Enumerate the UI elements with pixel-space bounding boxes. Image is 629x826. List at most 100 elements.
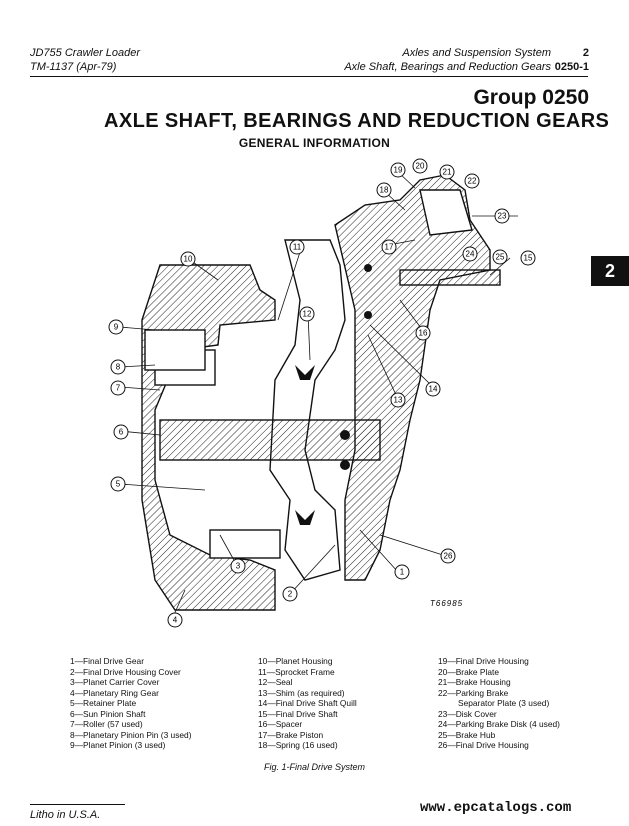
svg-text:16: 16	[419, 329, 428, 338]
section-title: Axles and Suspension System	[402, 47, 551, 59]
svg-text:4: 4	[173, 616, 178, 625]
ring-gear-shape	[209, 529, 281, 559]
callout-6: 6	[113, 424, 129, 440]
svg-text:12: 12	[303, 310, 312, 319]
svg-text:3: 3	[236, 562, 241, 571]
svg-text:23: 23	[498, 212, 507, 221]
callout-15: 15	[520, 250, 536, 266]
svg-text:18: 18	[380, 186, 389, 195]
group-title: Axle Shaft, Bearings and Reduction Gears	[344, 61, 551, 73]
page-title: AXLE SHAFT, BEARINGS AND REDUCTION GEARS	[104, 110, 610, 132]
svg-text:15: 15	[524, 254, 533, 263]
callout-7: 7	[110, 380, 126, 396]
legend-item: 8—Planetary Pinion Pin (3 used)	[70, 729, 192, 740]
legend-item: 26—Final Drive Housing	[438, 740, 529, 750]
svg-text:26: 26	[444, 552, 453, 561]
svg-text:9: 9	[114, 323, 119, 332]
svg-text:20: 20	[416, 162, 425, 171]
callout-9: 9	[108, 319, 124, 335]
output-shaft-shape	[399, 269, 501, 286]
callout-3: 3	[230, 558, 246, 574]
callout-13: 13	[390, 392, 406, 408]
svg-text:7: 7	[116, 384, 121, 393]
svg-text:8: 8	[116, 363, 121, 372]
svg-text:5: 5	[116, 480, 121, 489]
page-number: 2	[582, 47, 589, 59]
legend-item: 19—Final Drive Housing	[438, 656, 529, 666]
callout-25: 25	[492, 249, 508, 265]
callout-23: 23	[494, 208, 510, 224]
svg-text:2: 2	[288, 590, 293, 599]
callout-8: 8	[110, 359, 126, 375]
svg-text:22: 22	[468, 177, 477, 186]
callout-21: 21	[439, 164, 455, 180]
legend-item: 24—Parking Brake Disk (4 used)	[438, 719, 560, 729]
callout-17: 17	[381, 239, 397, 255]
manual-number: TM-1137 (Apr-79)	[30, 61, 117, 73]
header-divider	[30, 76, 588, 77]
sprocket-frame-shape	[269, 239, 346, 581]
legend-item: 17—Brake Piston	[258, 729, 324, 740]
header-left: JD755 Crawler Loader TM-1137 (Apr-79)	[30, 46, 140, 74]
callout-24: 24	[462, 246, 478, 262]
callout-19: 19	[390, 162, 406, 178]
callout-5: 5	[110, 476, 126, 492]
litho-note: Litho in U.S.A.	[30, 809, 101, 821]
legend-item: 11—Sprocket Frame	[258, 666, 335, 677]
final-drive-shaft-shape	[159, 419, 381, 461]
svg-text:14: 14	[429, 385, 438, 394]
svg-text:21: 21	[443, 168, 452, 177]
legend-item: 18—Spring (16 used)	[258, 740, 338, 750]
legend-item: 7—Roller (57 used)	[70, 719, 143, 729]
legend-item: 2—Final Drive Housing Cover	[70, 666, 181, 677]
planet-pinion-shape	[144, 329, 206, 371]
header-page-numbers: 2 0250-1	[555, 46, 589, 74]
svg-text:13: 13	[394, 396, 403, 405]
section-number: 0250-1	[554, 61, 589, 73]
callout-12: 12	[299, 306, 315, 322]
callout-20: 20	[412, 158, 428, 174]
watermark-url[interactable]: www.epcatalogs.com	[420, 800, 572, 816]
svg-text:25: 25	[496, 253, 505, 262]
figure-caption: Fig. 1-Final Drive System	[263, 762, 366, 772]
legend-item: 20—Brake Plate	[438, 666, 499, 677]
legend-item: 14—Final Drive Shaft Quill	[258, 698, 357, 708]
legend-item: 13—Shim (as required)	[258, 687, 345, 698]
legend-item: 25—Brake Hub	[438, 729, 496, 740]
legend-item: 21—Brake Housing	[438, 677, 511, 687]
svg-text:24: 24	[466, 250, 475, 259]
callout-14: 14	[425, 381, 441, 397]
callout-18: 18	[376, 182, 392, 198]
callout-10: 10	[180, 251, 196, 267]
footer-divider	[30, 804, 125, 805]
callout-4: 4	[167, 612, 183, 628]
callout-1: 1	[394, 564, 410, 580]
callout-16: 16	[415, 325, 431, 341]
legend-item: 22—Parking Brake	[438, 687, 509, 698]
legend-item: 23—Disk Cover	[438, 708, 497, 719]
svg-text:11: 11	[293, 243, 302, 252]
callout-11: 11	[289, 239, 305, 255]
section-tab[interactable]: 2	[591, 256, 629, 286]
group-heading: Group 0250	[473, 86, 589, 109]
legend-item: 12—Seal	[258, 677, 293, 687]
callout-26: 26	[440, 548, 456, 564]
svg-text:1: 1	[400, 568, 405, 577]
svg-text:6: 6	[119, 428, 124, 437]
brake-stack-shape	[419, 189, 473, 236]
legend-item: 16—Spacer	[258, 719, 303, 729]
legend-item: 3—Planet Carrier Cover	[70, 677, 160, 687]
legend-item: 1—Final Drive Gear	[70, 656, 145, 666]
legend-item: 9—Planet Pinion (3 used)	[70, 740, 166, 750]
manual-title: JD755 Crawler Loader	[30, 47, 141, 59]
legend-item: Separator Plate (3 used)	[458, 698, 550, 708]
drawing-code: T66985	[430, 599, 463, 608]
svg-text:17: 17	[385, 243, 394, 252]
legend-item: 5—Retainer Plate	[70, 698, 137, 708]
header-right: Axles and Suspension System Axle Shaft, …	[344, 46, 551, 74]
final-drive-diagram: 1 2 3 4 5 6 7 8 9 10 11 12 13 14 15 16 1…	[108, 158, 536, 628]
callout-22: 22	[464, 173, 480, 189]
